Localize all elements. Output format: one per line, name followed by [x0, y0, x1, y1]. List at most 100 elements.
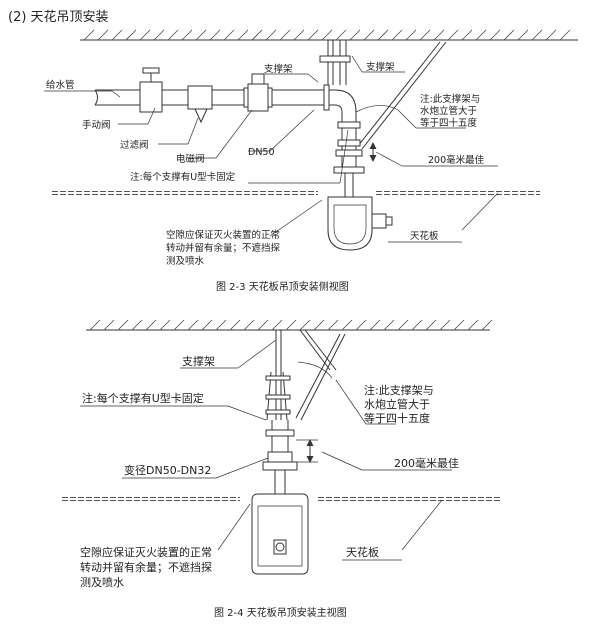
ceiling-hatch-line [349, 29, 361, 41]
ceiling-hatch-line [433, 29, 445, 41]
ceiling-hatch-line [419, 29, 431, 41]
ceiling-hatch-line [223, 29, 235, 41]
ceiling-hatch-line [313, 319, 325, 331]
fig2-labels: 支撑架 注:每个支撑有U型卡固定 变径DN50-DN32 注:此支撑架与 水炮立… [80, 354, 459, 589]
ceiling-hatch-line [243, 319, 255, 331]
ceiling-hatch-line [383, 319, 395, 331]
ceiling-hatch-line [279, 29, 291, 41]
ceiling-hatch-line [159, 319, 171, 331]
fig1-fire-monitor-body [327, 196, 373, 251]
fig2-label-best-200: 200毫米最佳 [394, 456, 459, 470]
ceiling-hatch-line [181, 29, 193, 41]
fig2-label-reducer: 变径DN50-DN32 [124, 463, 211, 477]
ceiling-hatch-line [425, 319, 437, 331]
ceiling-hatch-line [489, 29, 501, 41]
ceiling-hatch-line [201, 319, 213, 331]
fig1-label-filter-valve: 过滤阀 [120, 139, 149, 151]
ceiling-hatch-line [139, 29, 151, 41]
fig1-gap-note-line3: 测及喷水 [166, 255, 205, 267]
ceiling-hatch-line [447, 29, 459, 41]
fig1-note-angle-line3: 等于四十五度 [420, 117, 478, 129]
fig1-label-dn50: DN50 [248, 147, 275, 158]
ceiling-hatch-line [145, 319, 157, 331]
ceiling-hatch-line [103, 319, 115, 331]
ceiling-hatch-line [209, 29, 221, 41]
fig1-label-support-right: 支撑架 [366, 61, 395, 73]
ceiling-hatch-line [341, 319, 353, 331]
ceiling-hatch-line [125, 29, 137, 41]
ceiling-hatch-line [545, 29, 557, 41]
fig1-label-manual-valve: 手动阀 [82, 119, 111, 131]
fig2-support-rods [265, 329, 346, 421]
ceiling-hatch-line [153, 29, 165, 41]
ceiling-hatch-line [335, 29, 347, 41]
fig1-note-angle-line2: 水炮立管大于 [420, 105, 477, 117]
fig2-note-angle-line1: 注:此支撑架与 [364, 383, 434, 397]
ceiling-hatch-line [411, 319, 423, 331]
ceiling-hatch-line [355, 319, 367, 331]
fig2-ceiling-slab [86, 319, 493, 331]
fig1-note-clamp: 注:每个支撑有U型卡固定 [130, 171, 236, 183]
fig2-gap-note-line1: 空隙应保证灭火装置的正常 [80, 545, 212, 559]
ceiling-hatch-line [215, 319, 227, 331]
fig1-label-solenoid-valve: 电磁阀 [176, 153, 205, 165]
ceiling-hatch-line [517, 29, 529, 41]
ceiling-hatch-line [237, 29, 249, 41]
fig1-side-view: 给水管 手动阀 过滤阀 电磁阀 DN50 支撑架 支撑架 注:此支撑架与 水炮立… [44, 29, 578, 293]
ceiling-hatch-line [405, 29, 417, 41]
fig2-note-angle-line2: 水炮立管大于 [364, 397, 430, 411]
fig2-riser-and-nozzle [251, 420, 309, 575]
ceiling-hatch-line [173, 319, 185, 331]
fig2-front-view: 支撑架 注:每个支撑有U型卡固定 变径DN50-DN32 注:此支撑架与 水炮立… [62, 319, 500, 619]
ceiling-hatch-line [97, 29, 109, 41]
fig1-labels: 给水管 手动阀 过滤阀 电磁阀 DN50 支撑架 支撑架 注:此支撑架与 水炮立… [46, 61, 485, 267]
fig2-fire-monitor-body [251, 493, 309, 575]
ceiling-hatch-line [363, 29, 375, 41]
fig1-support-rods [319, 40, 447, 150]
fig2-gap-note-line3: 测及喷水 [80, 576, 124, 589]
fig1-supply-pipe [94, 67, 357, 124]
fig1-label-best-200: 200毫米最佳 [428, 154, 485, 166]
ceiling-hatch-line [327, 319, 339, 331]
fig1-ceiling-slab [80, 29, 578, 41]
ceiling-hatch-line [293, 29, 305, 41]
ceiling-hatch-line [307, 29, 319, 41]
fig2-gap-note-line2: 转动并留有余量；不遮挡探 [80, 560, 212, 574]
ceiling-hatch-line [481, 319, 493, 331]
ceiling-hatch-line [271, 319, 283, 331]
ceiling-hatch-line [187, 319, 199, 331]
ceiling-hatch-line [503, 29, 515, 41]
ceiling-hatch-line [391, 29, 403, 41]
ceiling-hatch-line [285, 319, 297, 331]
ceiling-hatch-line [195, 29, 207, 41]
ceiling-hatch-line [257, 319, 269, 331]
fig2-caption: 图 2-4 天花板吊顶安装主视图 [214, 606, 347, 619]
fig1-label-support-left: 支撑架 [264, 63, 293, 75]
fig2-note-clamp: 注:每个支撑有U型卡固定 [82, 391, 204, 405]
solenoid-valve-body [247, 83, 269, 112]
fig2-label-ceiling-board: 天花板 [346, 545, 379, 559]
ceiling-hatch-line [377, 29, 389, 41]
ceiling-hatch-line [131, 319, 143, 331]
fig2-dimension-200 [296, 439, 318, 463]
ceiling-hatch-line [251, 29, 263, 41]
fig1-riser-and-nozzle [327, 112, 393, 251]
ceiling-hatch-line [83, 29, 95, 41]
fig2-leaders [80, 339, 452, 561]
manual-valve-body [139, 81, 163, 113]
fig1-label-ceiling-board: 天花板 [410, 230, 439, 242]
ceiling-hatch-line [111, 29, 123, 41]
filter-valve-body [187, 85, 213, 110]
fig1-caption: 图 2-3 天花板吊顶安装侧视图 [216, 280, 349, 293]
ceiling-hatch-line [475, 29, 487, 41]
ceiling-hatch-line [117, 319, 129, 331]
fig2-angle-arc [297, 361, 333, 379]
ceiling-hatch-line [299, 319, 311, 331]
fig1-label-water-pipe: 给水管 [46, 79, 75, 91]
ceiling-hatch-line [321, 29, 333, 41]
fig1-gap-note-line1: 空隙应保证灭火装置的正常 [166, 229, 280, 241]
ceiling-hatch-line [453, 319, 465, 331]
ceiling-hatch-line [461, 29, 473, 41]
ceiling-hatch-line [531, 29, 543, 41]
